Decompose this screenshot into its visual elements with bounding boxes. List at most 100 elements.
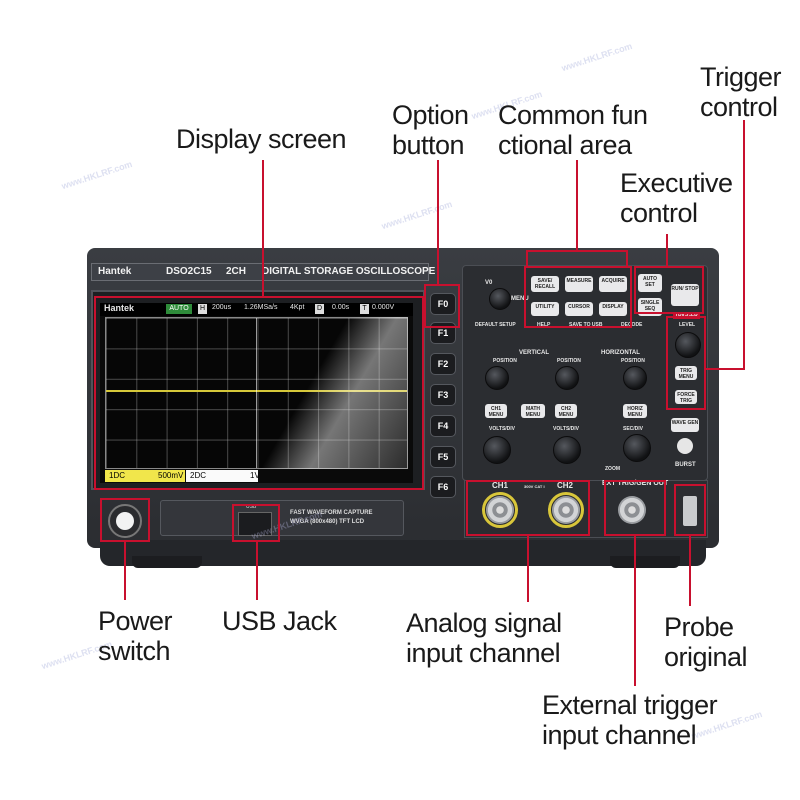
f4-button[interactable]: F4 bbox=[430, 415, 456, 437]
trig-menu-button[interactable]: TRIG MENU bbox=[675, 366, 697, 380]
h-indicator: H bbox=[198, 304, 207, 314]
zoom-label: ZOOM bbox=[605, 466, 620, 472]
burst-button[interactable] bbox=[677, 438, 693, 454]
horizontal-label: HORIZONTAL bbox=[601, 350, 640, 356]
display-screen-leader bbox=[262, 160, 264, 296]
watermark: www.HKLRF.com bbox=[380, 198, 454, 232]
ch1-position-knob[interactable] bbox=[485, 366, 509, 390]
trigger-level: 0.000V bbox=[372, 304, 395, 311]
brand-logo: Hantek bbox=[98, 266, 132, 277]
common-area-leader-stem bbox=[576, 160, 578, 252]
cursor-button[interactable]: CURSOR bbox=[565, 302, 593, 316]
ch1-coupling: 1DC bbox=[105, 470, 185, 482]
ch1-volts-knob[interactable] bbox=[483, 436, 511, 464]
display-screen: Hantek AUTO H 200us 1.26MSa/s 4Kpt D 0.0… bbox=[100, 303, 413, 483]
h-position-knob[interactable] bbox=[623, 366, 647, 390]
external-trigger-caption-1: External trigger bbox=[542, 690, 718, 720]
f5-button[interactable]: F5 bbox=[430, 446, 456, 468]
ch2-coupling: 2DC bbox=[186, 470, 258, 482]
burst-label: BURST bbox=[675, 462, 696, 468]
sec-div-knob[interactable] bbox=[623, 434, 651, 462]
trigger-control-leader bbox=[743, 120, 745, 370]
option-button-highlight bbox=[424, 284, 460, 328]
usb-label: USB bbox=[246, 504, 257, 510]
cat-rating-label: 300V CAT I bbox=[524, 484, 545, 489]
v0-label: V0 bbox=[485, 280, 493, 286]
screen-glare bbox=[250, 317, 408, 469]
external-trigger-caption-2: input channel bbox=[542, 720, 697, 750]
usb-jack-caption: USB Jack bbox=[222, 606, 337, 636]
executive-control-caption-1: Executive bbox=[620, 168, 733, 198]
option-button-leader bbox=[437, 160, 439, 284]
watermark: www.HKLRF.com bbox=[60, 158, 134, 192]
ch1-menu-button[interactable]: CH1 MENU bbox=[485, 404, 507, 418]
ch2-volts-div-label: VOLTS/DIV bbox=[553, 426, 580, 432]
model-label: DSO2C15 bbox=[166, 266, 212, 277]
single-seq-button[interactable]: SINGLE SEQ bbox=[638, 298, 662, 316]
f6-button[interactable]: F6 bbox=[430, 476, 456, 498]
ch1-bnc-input[interactable] bbox=[486, 496, 514, 524]
analog-input-caption-2: input channel bbox=[406, 638, 561, 668]
power-switch-highlight bbox=[100, 498, 150, 542]
watermark: www.HKLRF.com bbox=[560, 40, 634, 74]
menu-label: MENU bbox=[511, 296, 529, 302]
horiz-menu-button[interactable]: HORIZ MENU bbox=[623, 404, 647, 418]
ext-trig-label: EXT TRIG/GEN OUT bbox=[602, 480, 669, 487]
executive-control-highlight bbox=[634, 266, 704, 314]
force-trig-button[interactable]: FORCE TRIG bbox=[675, 390, 697, 404]
delay-value: 0.00s bbox=[332, 304, 350, 311]
auto-set-button[interactable]: AUTO SET bbox=[638, 274, 662, 292]
usb-jack[interactable] bbox=[238, 512, 272, 536]
common-area-bracket bbox=[526, 250, 628, 266]
utility-button[interactable]: UTILITY bbox=[531, 302, 559, 316]
probe-original-highlight bbox=[674, 484, 706, 536]
ext-trigger-leader bbox=[634, 536, 636, 686]
executive-control-caption-2: control bbox=[620, 198, 698, 228]
default-setup-label: DEFAULT SETUP bbox=[475, 322, 516, 328]
center-vline bbox=[256, 318, 257, 468]
trigger-control-leader-h bbox=[706, 368, 745, 370]
ch2-volts-knob[interactable] bbox=[553, 436, 581, 464]
acquire-button[interactable]: ACQUIRE bbox=[599, 276, 627, 292]
ch2-bnc-input[interactable] bbox=[552, 496, 580, 524]
f3-button[interactable]: F3 bbox=[430, 384, 456, 406]
lcd-note-2: WVGA (800x480) TFT LCD bbox=[290, 519, 365, 525]
power-switch[interactable] bbox=[108, 504, 142, 538]
trigger-control-highlight bbox=[666, 316, 706, 410]
save-recall-button[interactable]: SAVE/ RECALL bbox=[531, 276, 559, 292]
brand-bar: Hantek DSO2C15 2CH DIGITAL STORAGE OSCIL… bbox=[91, 263, 435, 281]
usb-jack-leader bbox=[256, 542, 258, 600]
ch2-input-label: CH2 bbox=[557, 481, 574, 490]
option-button-caption-2: button bbox=[392, 130, 465, 160]
timebase: 200us bbox=[212, 304, 232, 311]
probe-original-caption-1: Probe bbox=[664, 612, 734, 642]
power-icon bbox=[116, 512, 134, 530]
help-label: HELP bbox=[537, 322, 551, 328]
run-stop-button[interactable]: RUN/ STOP bbox=[671, 284, 699, 306]
ch1-ring bbox=[482, 492, 518, 528]
probe-original-leader bbox=[689, 536, 691, 606]
usb-jack-highlight bbox=[232, 504, 280, 542]
ch2-position-label: POSITION bbox=[557, 358, 581, 364]
f0-button[interactable]: F0 bbox=[430, 293, 456, 315]
display-button[interactable]: DISPLAY bbox=[599, 302, 627, 316]
f2-button[interactable]: F2 bbox=[430, 353, 456, 375]
display-screen-caption: Display screen bbox=[176, 124, 347, 154]
ch2-ring bbox=[548, 492, 584, 528]
probe-comp-terminal[interactable] bbox=[683, 496, 697, 526]
measure-button[interactable]: MEASURE bbox=[565, 276, 593, 292]
screen-brand: Hantek bbox=[104, 303, 135, 313]
v0-knob[interactable] bbox=[489, 288, 511, 310]
wave-gen-button[interactable]: WAVE GEN bbox=[671, 418, 699, 432]
math-menu-button[interactable]: MATH MENU bbox=[521, 404, 545, 418]
ext-trig-bnc-input[interactable] bbox=[618, 496, 646, 524]
t-indicator: T bbox=[360, 304, 369, 314]
ch1-volts-div-label: VOLTS/DIV bbox=[489, 426, 516, 432]
trigger-level-knob[interactable] bbox=[675, 332, 701, 358]
analog-input-leader bbox=[527, 536, 529, 602]
ch1-position-label: POSITION bbox=[493, 358, 517, 364]
trigger-control-caption-1: Trigger bbox=[700, 62, 782, 92]
ch2-position-knob[interactable] bbox=[555, 366, 579, 390]
power-switch-caption-1: Power bbox=[98, 606, 173, 636]
ch2-menu-button[interactable]: CH2 MENU bbox=[555, 404, 577, 418]
